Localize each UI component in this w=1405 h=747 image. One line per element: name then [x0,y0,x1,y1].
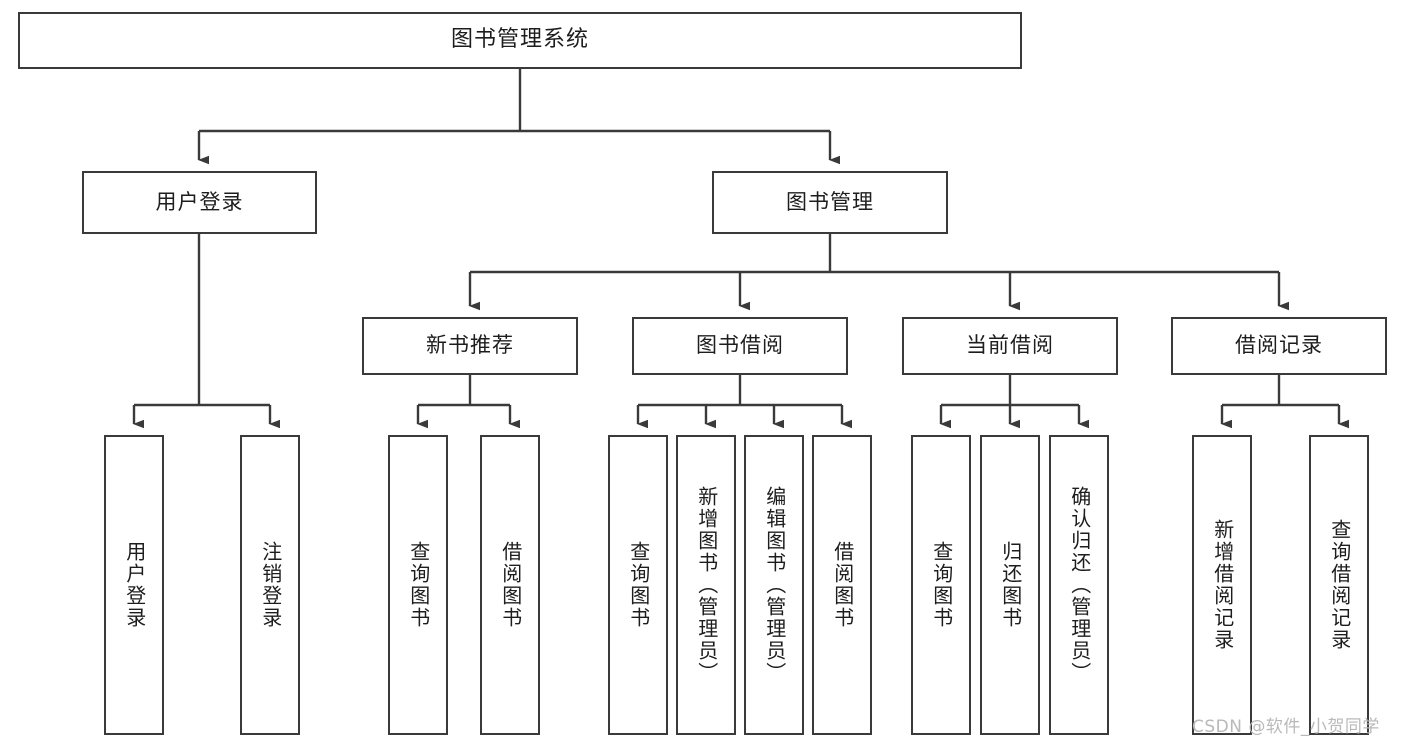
leaf-label: 借阅图书 [830,541,855,629]
leaf-query-book-1[interactable]: 查询图书 [388,435,448,735]
leaf-label: 注销登录 [258,541,283,629]
leaf-query-record[interactable]: 查询借阅记录 [1309,435,1369,735]
edge-book-manage-to-level3 [468,234,1289,311]
leaf-query-book-3[interactable]: 查询图书 [911,435,971,735]
leaf-label: 查询图书 [929,541,954,629]
node-new-book-recommend[interactable]: 新书推荐 [362,317,578,375]
leaf-label: 编辑图书（管理员） [762,486,787,684]
node-book-manage[interactable]: 图书管理 [712,171,948,234]
edge-book-borrow-to-leaves [636,375,852,429]
leaf-label: 新增图书（管理员） [694,486,719,684]
leaf-logout-login[interactable]: 注销登录 [240,435,300,735]
node-borrow-record[interactable]: 借阅记录 [1171,317,1387,375]
node-current-borrow[interactable]: 当前借阅 [902,317,1118,375]
edge-user-login-to-leaves [132,234,280,429]
leaf-user-login[interactable]: 用户登录 [104,435,164,735]
edge-current-borrow-to-leaves [939,375,1089,429]
leaf-label: 借阅图书 [498,541,523,629]
leaf-label: 查询图书 [626,541,651,629]
leaf-label: 确认归还（管理员） [1067,486,1092,684]
edge-borrow-record-to-leaves [1220,375,1349,429]
leaf-add-record[interactable]: 新增借阅记录 [1192,435,1252,735]
leaf-query-book-2[interactable]: 查询图书 [608,435,668,735]
leaf-edit-book[interactable]: 编辑图书（管理员） [744,435,804,735]
leaf-label: 查询借阅记录 [1327,519,1352,651]
leaf-label: 查询图书 [406,541,431,629]
leaf-confirm-return[interactable]: 确认归还（管理员） [1049,435,1109,735]
edge-new-book-recommend-to-leaves [416,375,520,429]
leaf-borrow-book-1[interactable]: 借阅图书 [480,435,540,735]
csdn-watermark: CSDN @软件_小贺同学 [1192,717,1380,737]
node-root-system[interactable]: 图书管理系统 [18,12,1022,69]
leaf-add-book[interactable]: 新增图书（管理员） [676,435,736,735]
node-user-login[interactable]: 用户登录 [82,171,317,234]
leaf-return-book[interactable]: 归还图书 [980,435,1040,735]
edge-root-to-level2 [197,69,840,165]
leaf-label: 用户登录 [122,541,147,629]
leaf-label: 新增借阅记录 [1210,519,1235,651]
leaf-label: 归还图书 [998,541,1023,629]
leaf-borrow-book-2[interactable]: 借阅图书 [812,435,872,735]
node-book-borrow[interactable]: 图书借阅 [632,317,848,375]
